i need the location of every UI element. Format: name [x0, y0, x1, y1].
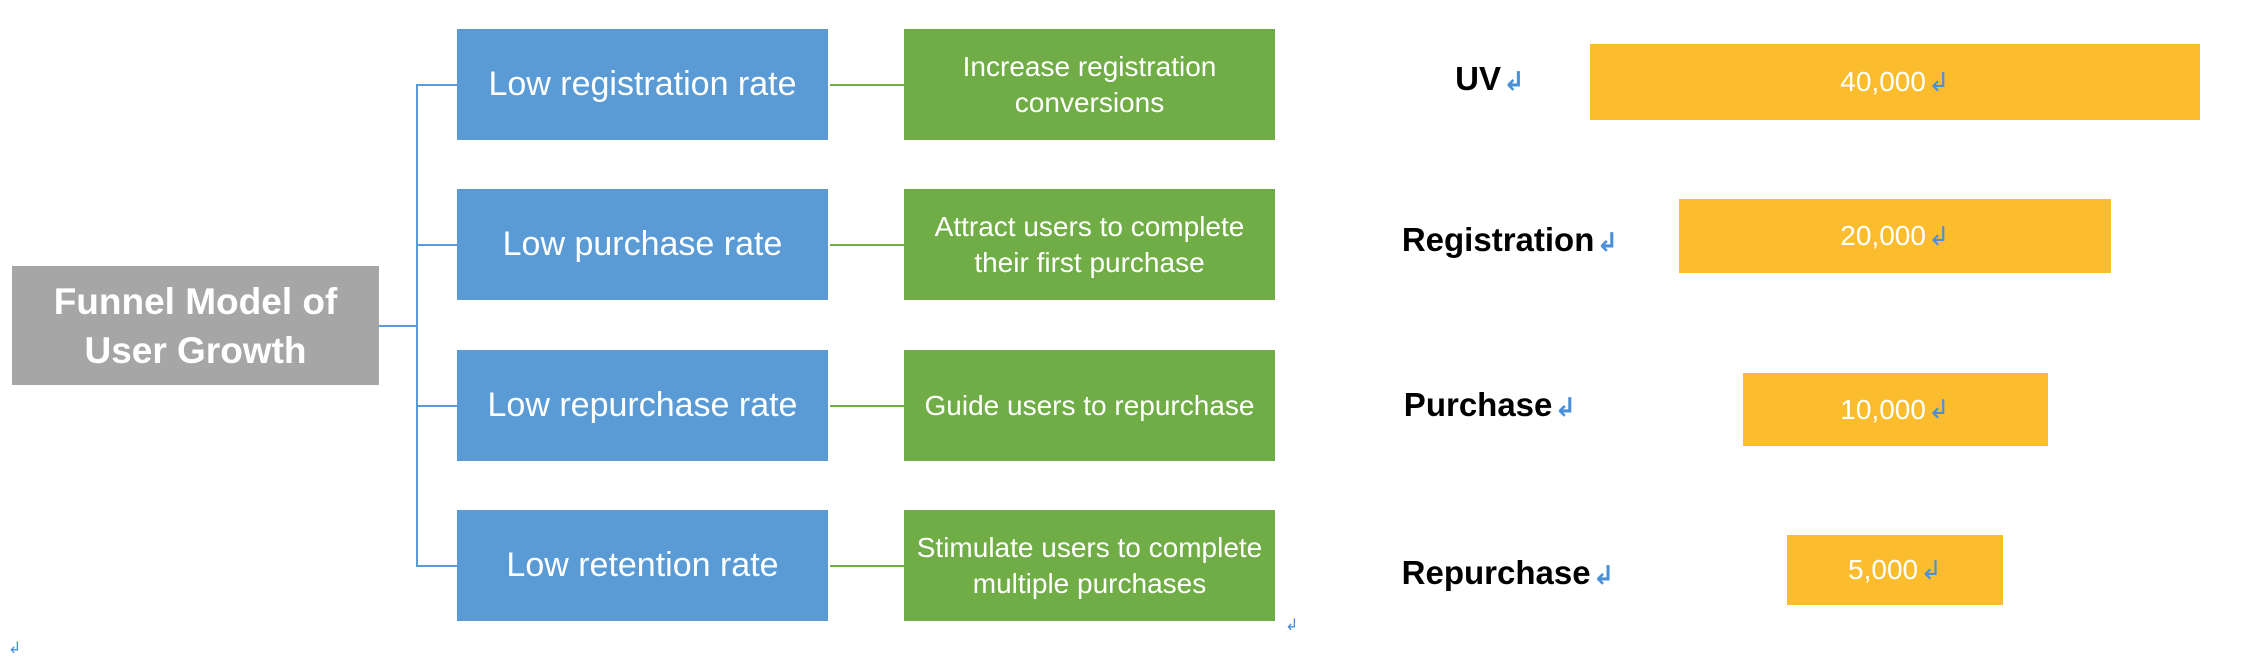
paragraph-mark: ↲	[1285, 617, 1299, 634]
stage-label-purchase: Purchase↲	[1403, 386, 1577, 423]
problem-box-retention: Low retention rate	[457, 510, 828, 621]
problem-label: Low retention rate	[506, 546, 779, 584]
branch-connector-4	[416, 565, 457, 567]
return-mark: ↲	[1927, 220, 1950, 251]
stage-label-registration: Registration↲	[1401, 221, 1619, 258]
stage-label-uv: UV↲	[1455, 60, 1525, 97]
solution-label: Stimulate users to complete multiple pur…	[916, 531, 1263, 599]
return-mark: ↲	[1592, 560, 1615, 590]
solution-label: Attract users to complete their first pu…	[934, 210, 1245, 278]
solution-box-registration: Increase registration conversions	[904, 29, 1275, 140]
problem-box-purchase: Low purchase rate	[457, 189, 828, 300]
funnel-bar-purchase: 10,000↲	[1742, 373, 2048, 446]
problem-solution-connector-2	[830, 244, 904, 246]
return-mark: ↲	[1596, 227, 1619, 257]
solution-label: Increase registration conversions	[962, 50, 1217, 118]
stage-label-repurchase: Repurchase↲	[1401, 554, 1615, 591]
branch-connector-1	[416, 84, 457, 86]
funnel-bar-registration: 20,000↲	[1679, 199, 2111, 273]
problem-box-repurchase: Low repurchase rate	[457, 350, 828, 461]
solution-box-repurchase: Guide users to repurchase	[904, 350, 1275, 461]
trunk-connector	[416, 84, 418, 566]
return-mark: ↲	[1927, 394, 1950, 424]
paragraph-mark: ↲	[8, 640, 22, 657]
problem-label: Low registration rate	[488, 65, 797, 103]
problem-solution-connector-3	[830, 405, 904, 407]
return-mark: ↲	[1927, 66, 1950, 97]
problem-solution-connector-4	[830, 565, 904, 567]
solution-label: Guide users to repurchase	[924, 389, 1255, 421]
branch-connector-3	[416, 405, 457, 407]
branch-connector-2	[416, 244, 457, 246]
return-mark: ↲	[1503, 66, 1525, 96]
funnel-bar-repurchase: 5,000↲	[1787, 535, 2003, 605]
return-mark: ↲	[1920, 554, 1942, 585]
problem-label: Low repurchase rate	[487, 386, 798, 424]
problem-solution-connector-1	[830, 84, 904, 86]
problem-box-registration: Low registration rate	[457, 29, 828, 140]
problem-label: Low purchase rate	[502, 225, 783, 263]
funnel-model-root: Funnel Model of User Growth	[12, 266, 379, 385]
root-connector	[379, 325, 417, 327]
solution-box-purchase: Attract users to complete their first pu…	[904, 189, 1275, 300]
root-label: Funnel Model of User Growth	[53, 280, 338, 371]
return-mark: ↲	[1554, 392, 1577, 422]
funnel-bar-uv: 40,000↲	[1590, 44, 2200, 120]
solution-box-retention: Stimulate users to complete multiple pur…	[904, 510, 1275, 621]
